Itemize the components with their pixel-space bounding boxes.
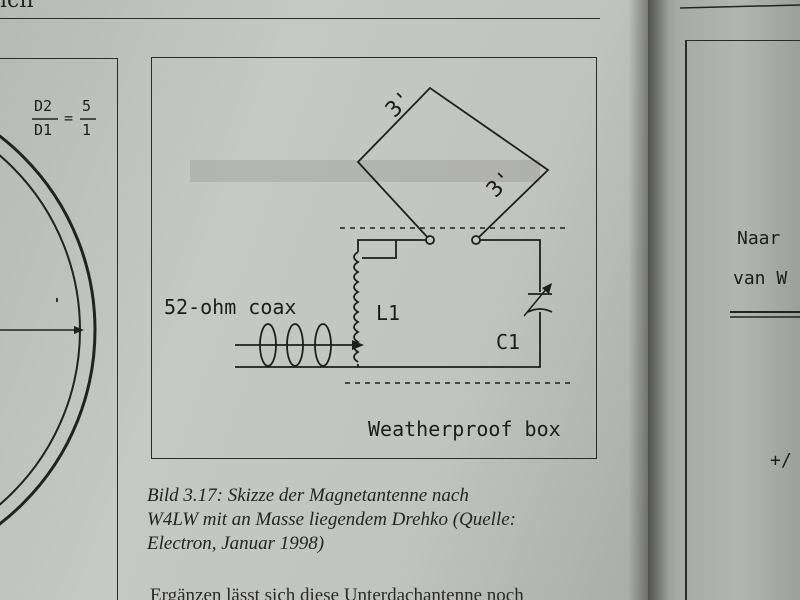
right-text-line-2: van W [733, 268, 788, 289]
wire-top-left [357, 239, 426, 252]
wire-top-right [480, 239, 541, 292]
book-gutter [628, 0, 668, 600]
left-page [0, 0, 648, 600]
right-text-line-1: Naar [737, 228, 781, 249]
figure-caption: Bild 3.17: Skizze der Magnetantenne nach… [147, 484, 587, 556]
body-text: Ergänzen lässt sich diese Unterdachanten… [150, 585, 524, 600]
caption-line-3: Electron, Januar 1998) [147, 533, 325, 554]
caption-line-1: Bild 3.17: Skizze der Magnetantenne nach [147, 485, 469, 506]
variable-arrow-shaft [523, 286, 549, 317]
figure-frame [151, 57, 597, 459]
ratio-rhs-numerator: 5 [82, 97, 92, 115]
ratio-denominator: D1 [34, 121, 53, 139]
capacitor-plate-bottom [527, 308, 553, 313]
coil-tap [362, 240, 397, 259]
ratio-rhs-denominator: 1 [82, 121, 92, 139]
header-rule [0, 18, 600, 19]
header-word: ich [0, 0, 34, 13]
loop-antenna [356, 86, 550, 241]
right-page [648, 0, 800, 600]
ratio-numerator: D2 [34, 97, 53, 115]
coax-ring-3 [314, 323, 332, 367]
capacitor-label: C1 [496, 330, 521, 354]
coax-label: 52-ohm coax [164, 295, 297, 319]
diameter-arrow [74, 326, 84, 334]
right-figure-frame [685, 40, 800, 600]
coax-ring-1 [259, 323, 277, 367]
wire-ground [357, 312, 541, 368]
inductor-label: L1 [376, 301, 401, 325]
right-text-line-3: +/ [770, 450, 792, 471]
left-figure-frame [0, 58, 118, 600]
box-label: Weatherproof box [368, 417, 561, 441]
right-top-rule [679, 4, 800, 9]
bleed-through [190, 160, 540, 182]
coax-arrow [352, 340, 364, 350]
caption-line-2: W4LW mit an Masse liegendem Drehko (Quel… [147, 509, 516, 530]
ring-figure [0, 134, 97, 526]
variable-arrow-head [542, 283, 552, 294]
coax-ring-2 [286, 323, 304, 367]
ratio-equals: = [64, 109, 74, 127]
